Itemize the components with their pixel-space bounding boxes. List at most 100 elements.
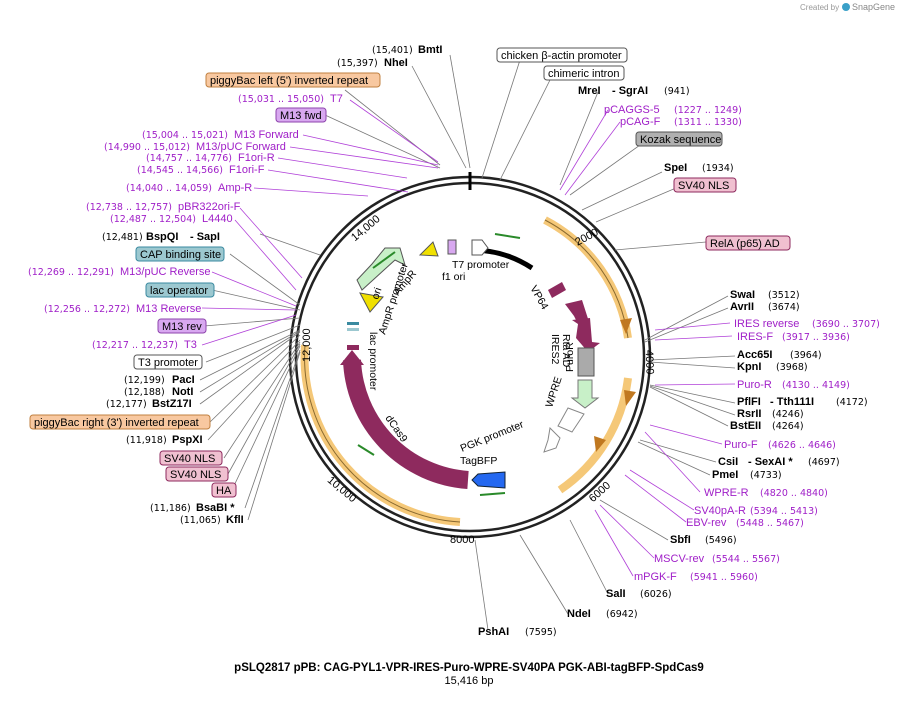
m13puc-forward-label[interactable]: M13/pUC Forward (196, 141, 286, 153)
ndei-label[interactable]: NdeI (567, 608, 591, 620)
ha-box[interactable] (211, 482, 237, 498)
spei-label[interactable]: SpeI (664, 162, 687, 174)
ori-arrow (359, 292, 384, 313)
pbr322ori-f-label[interactable]: pBR322ori-F (178, 201, 241, 213)
avrii-label[interactable]: AvrII (730, 301, 754, 313)
piggybac-left-box[interactable] (205, 72, 381, 88)
f1ori-f-label[interactable]: F1ori-F (229, 164, 265, 176)
acc65i-label[interactable]: Acc65I (737, 349, 772, 361)
bspqi-label[interactable]: BspQI (146, 231, 178, 243)
chimeric-intron-box[interactable] (543, 65, 625, 81)
noti-label[interactable]: NotI (172, 386, 193, 398)
primer-connector-lines (201, 99, 736, 577)
m13-rev-label: M13 rev (162, 321, 202, 333)
connector-lines (199, 54, 736, 631)
snapgene-logo-icon (842, 3, 850, 11)
pmei-label[interactable]: PmeI (712, 469, 738, 481)
m13puc-forward-position: (14,990 .. 15,012) (104, 142, 190, 153)
ires-f-label[interactable]: IRES-F (737, 331, 773, 343)
wpre-r-label[interactable]: WPRE-R (704, 487, 749, 499)
sbfi-label[interactable]: SbfI (670, 534, 691, 546)
sv40pa-r-position: (5394 .. 5413) (750, 506, 818, 517)
pcagf-label[interactable]: pCAG-F (620, 116, 661, 128)
mscv-rev-label[interactable]: MSCV-rev (654, 553, 705, 565)
orf-direction-arrows (594, 318, 636, 452)
sv40pa-r-label[interactable]: SV40pA-R (694, 505, 746, 517)
lac-operator-box[interactable] (145, 282, 215, 298)
rsrii-label[interactable]: RsrII (737, 408, 761, 420)
csii-label[interactable]: CsiI (718, 456, 738, 468)
bsteii-label[interactable]: BstEII (730, 420, 761, 432)
m13-fwd-box[interactable] (275, 107, 327, 123)
sali-position: (6026) (640, 589, 672, 600)
pgk-promoter-label: PGK promoter (459, 418, 526, 454)
rta-ad-arrow (572, 318, 600, 352)
m13-forward-label[interactable]: M13 Forward (234, 129, 299, 141)
rela-box[interactable] (705, 235, 791, 251)
piggybac-left-label: piggyBac left (5') inverted repeat (210, 75, 368, 87)
m13puc-reverse-label[interactable]: M13/pUC Reverse (120, 266, 210, 278)
cap-site-box[interactable] (135, 246, 225, 262)
sv40-nls-a-box[interactable] (159, 450, 223, 466)
pcagf-position: (1311 .. 1330) (674, 117, 742, 128)
t7-position: (15,031 .. 15,050) (238, 94, 324, 105)
ndei-position: (6942) (606, 609, 638, 620)
l4440-label[interactable]: L4440 (202, 213, 233, 225)
paci-label[interactable]: PacI (172, 374, 195, 386)
t3-label[interactable]: T3 (184, 339, 197, 351)
ebv-rev-position: (5448 .. 5467) (736, 518, 804, 529)
tick-2000: 2000 (573, 226, 600, 248)
mpgk-f-label[interactable]: mPGK-F (634, 571, 677, 583)
swai-label[interactable]: SwaI (730, 289, 755, 301)
ires-f-position: (3917 .. 3936) (782, 332, 850, 343)
vp64-arrow (548, 282, 566, 298)
cap-site-mark (347, 322, 359, 325)
bsabi-label[interactable]: BsaBI * (196, 502, 235, 514)
bmti-label[interactable]: BmtI (418, 44, 442, 56)
sgrai-label[interactable]: - SgrAI (612, 85, 648, 97)
chimeric-intron-label: chimeric intron (548, 68, 620, 80)
amp-r-label[interactable]: Amp-R (218, 182, 252, 194)
t3-promoter-box[interactable] (133, 354, 203, 370)
m13-forward-position: (15,004 .. 15,021) (142, 130, 228, 141)
pshai-label[interactable]: PshAI (478, 626, 509, 638)
tagbfp-label: TagBFP (460, 455, 497, 467)
kpni-label[interactable]: KpnI (737, 361, 761, 373)
ebv-rev-label[interactable]: EBV-rev (686, 517, 727, 529)
sexai-label[interactable]: - SexAI * (748, 456, 793, 468)
lac-operator-label: lac operator (150, 285, 208, 297)
mrei-label[interactable]: MreI (578, 85, 601, 97)
pgk-promoter-arrow (543, 426, 561, 453)
wpre-r-position: (4820 .. 4840) (760, 488, 828, 499)
chicken-actin-label: chicken β-actin promoter (501, 50, 622, 62)
pflfi-label[interactable]: PflFI (737, 396, 761, 408)
sali-label[interactable]: SalI (606, 588, 626, 600)
piggybac-right-box[interactable] (29, 414, 211, 430)
bstz17i-label[interactable]: BstZ17I (152, 398, 192, 410)
pshai-position: (7595) (525, 627, 557, 638)
puro-r-label[interactable]: Puro-R (737, 379, 772, 391)
ires-reverse-label[interactable]: IRES reverse (734, 318, 799, 330)
puro-f-label[interactable]: Puro-F (724, 439, 758, 451)
sapi-label[interactable]: - SapI (190, 231, 220, 243)
t7-label[interactable]: T7 (330, 93, 343, 105)
rsrii-position: (4246) (772, 409, 804, 420)
m13-rev-box[interactable] (157, 318, 207, 334)
pspxi-label[interactable]: PspXI (172, 434, 203, 446)
pcaggs5-label[interactable]: pCAGGS-5 (604, 104, 660, 116)
chicken-actin-box[interactable] (496, 47, 628, 63)
bmti-position: (15,401) (372, 45, 413, 56)
spei-position: (1934) (702, 163, 734, 174)
sv40-nls-b-box[interactable] (165, 466, 229, 482)
nhei-label[interactable]: NheI (384, 57, 408, 69)
kozak-box[interactable] (635, 131, 723, 147)
pbr322ori-f-position: (12,738 .. 12,757) (86, 202, 172, 213)
m13puc-reverse-position: (12,269 .. 12,291) (28, 267, 114, 278)
kfli-label[interactable]: KflI (226, 514, 244, 526)
created-by-label: Created by (800, 3, 839, 12)
f1ori-r-label[interactable]: F1ori-R (238, 152, 275, 164)
tth111i-label[interactable]: - Tth111I (770, 396, 814, 408)
sv40-nls-top-box[interactable] (673, 177, 737, 193)
m13-reverse-label[interactable]: M13 Reverse (136, 303, 201, 315)
